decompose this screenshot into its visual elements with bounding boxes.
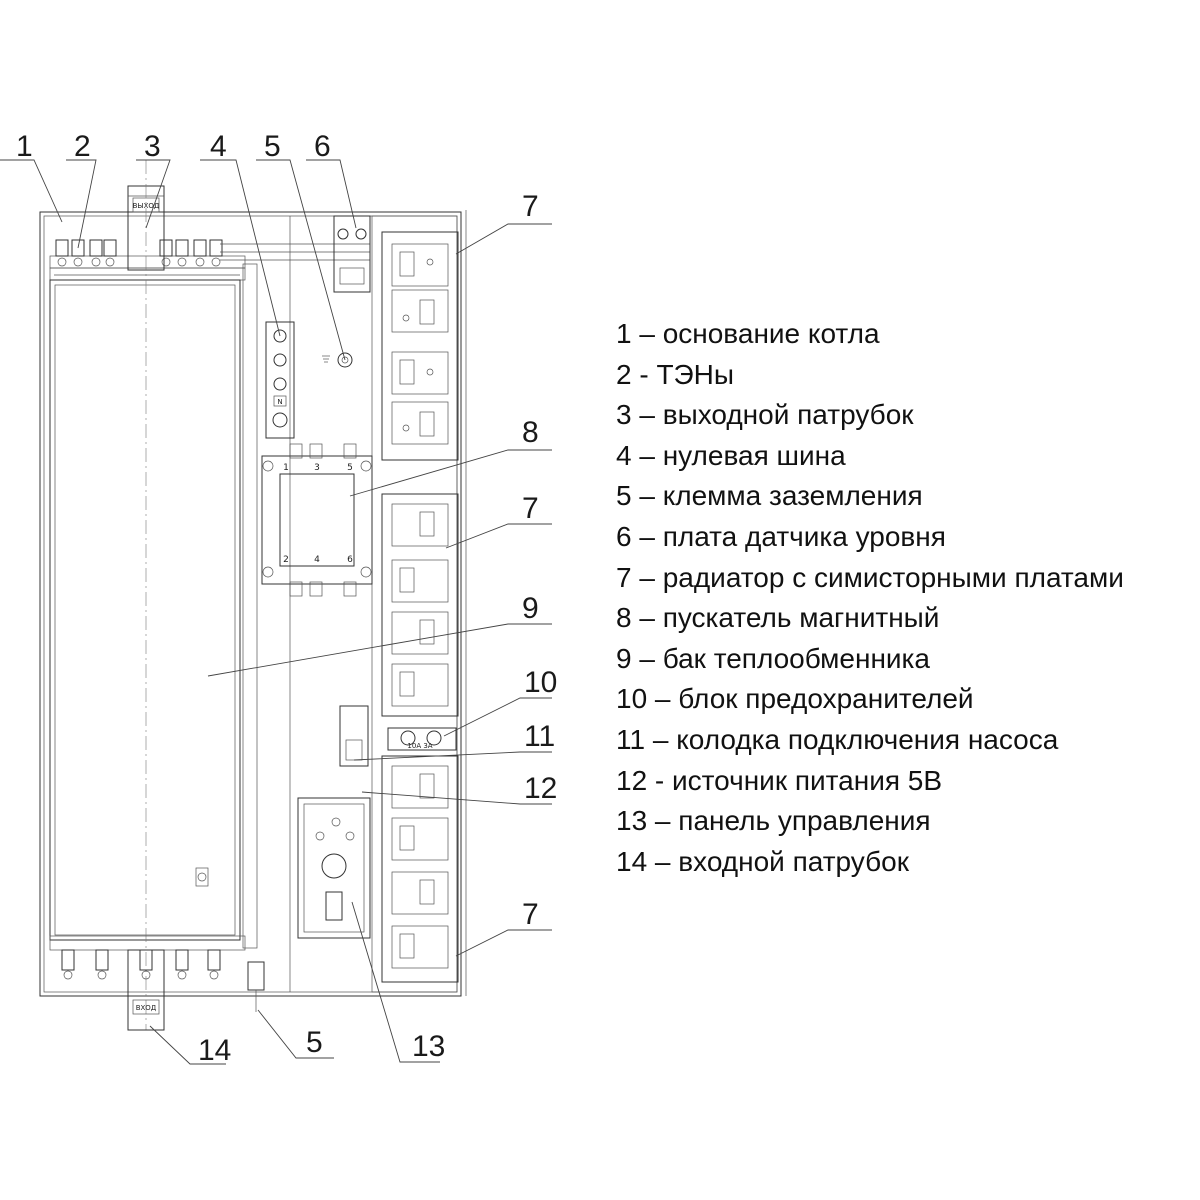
legend-item-7: 7 – радиатор с симисторными платами (616, 561, 1124, 593)
starter-terminal-5: 5 (347, 463, 353, 473)
callout-12: 12 (524, 772, 557, 805)
legend-item-5: 5 – клемма заземления (616, 480, 923, 512)
legend-item-1: 1 – основание котла (616, 318, 880, 349)
pump-terminal-block (339, 705, 369, 767)
callout-5-top: 5 (264, 130, 281, 163)
leader-lines (0, 159, 552, 1065)
legend-item-10: 10 – блок предохранителей (616, 683, 974, 715)
neutral-mark: N (277, 398, 282, 406)
callout-9: 9 (522, 592, 539, 625)
neutral-bus: N (265, 321, 295, 439)
callout-5-bottom: 5 (306, 1026, 323, 1059)
fuse-block-label: 10А 3А (407, 742, 432, 750)
callout-14: 14 (198, 1034, 231, 1067)
callout-7-top: 7 (522, 190, 539, 223)
triac-radiator-top (381, 231, 459, 461)
starter-terminal-4: 4 (314, 555, 320, 565)
callout-11: 11 (524, 720, 555, 753)
legend-item-12: 12 - источник питания 5В (616, 764, 943, 796)
heating-elements-top (49, 239, 370, 281)
heating-elements-bottom (49, 935, 246, 980)
triac-radiator-middle (381, 493, 459, 717)
legend-item-13: 13 – панель управления (616, 805, 931, 837)
magnetic-starter: 1 3 5 2 4 6 (261, 443, 373, 597)
starter-terminal-3: 3 (314, 463, 320, 473)
starter-terminal-1: 1 (283, 463, 289, 473)
legend-item-4: 4 – нулевая шина (616, 439, 846, 471)
control-panel (297, 797, 371, 939)
inlet-pipe: ВХОД (127, 949, 165, 1031)
heat-exchanger-tank (49, 160, 258, 1030)
legend-item-14: 14 – входной патрубок (616, 845, 909, 877)
legend-item-6: 6 – плата датчика уровня (616, 520, 946, 552)
starter-terminal-2: 2 (283, 555, 289, 565)
component-legend: 1 – основание котла 2 - ТЭНы 3 – выходно… (616, 314, 1124, 882)
starter-terminal-6: 6 (347, 555, 353, 565)
ground-terminal-top (322, 352, 353, 368)
triac-radiator-bottom (381, 755, 459, 983)
outlet-pipe-label: ВЫХОД (133, 202, 160, 210)
legend-item-11: 11 – колодка подключения насоса (616, 723, 1059, 755)
callout-10: 10 (524, 666, 557, 699)
callout-13: 13 (412, 1030, 445, 1063)
legend-item-3: 3 – выходной патрубок (616, 399, 914, 431)
callout-7-middle: 7 (522, 492, 539, 525)
ground-terminal-bottom (247, 961, 265, 1012)
legend-item-9: 9 – бак теплообменника (616, 642, 930, 674)
callout-2: 2 (74, 130, 91, 163)
callout-numbers: 1 2 3 4 5 6 7 8 7 9 10 11 12 7 14 5 13 (16, 130, 557, 1067)
callout-8: 8 (522, 416, 539, 449)
callout-6: 6 (314, 130, 331, 163)
level-sensor-board (333, 215, 371, 293)
callout-1: 1 (16, 130, 33, 163)
callout-4: 4 (210, 130, 227, 163)
callout-7-bottom: 7 (522, 898, 539, 931)
inlet-pipe-label: ВХОД (136, 1004, 157, 1012)
fuse-block: 10А 3А (387, 727, 457, 751)
boiler-base-frame (39, 210, 467, 997)
legend-item-8: 8 – пускатель магнитный (616, 602, 940, 634)
legend-item-2: 2 - ТЭНы (616, 358, 735, 390)
callout-3: 3 (144, 130, 161, 163)
